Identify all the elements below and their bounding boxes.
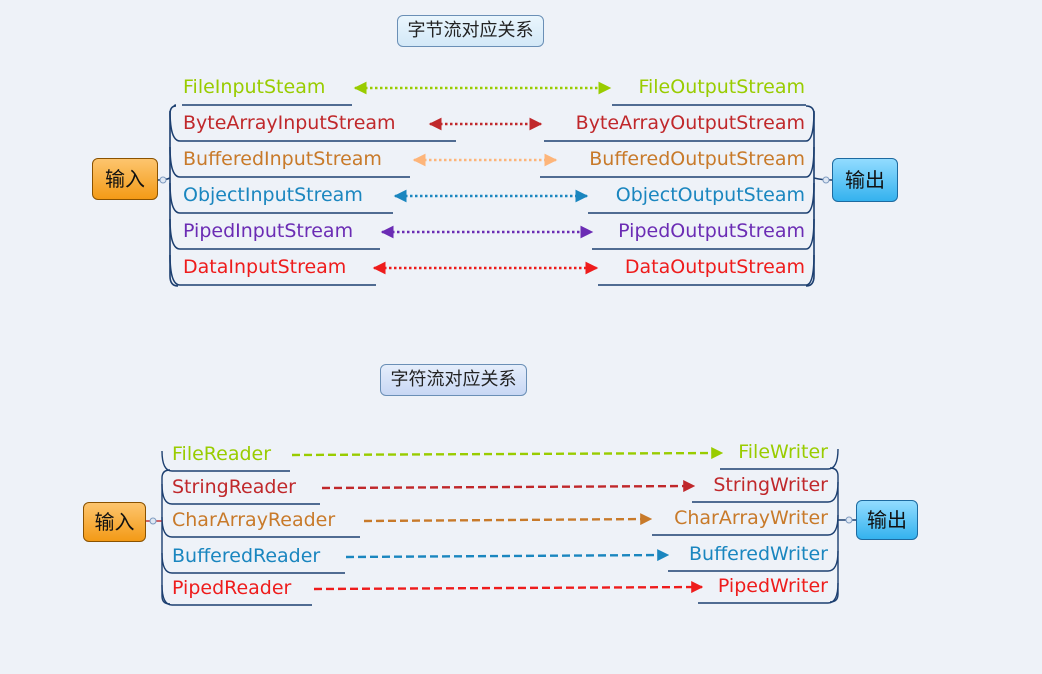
diagram-title-byte-stream: 字节流对应关系 xyxy=(397,15,544,47)
arrow-char xyxy=(321,480,696,493)
input-class-label: PipedInputStream xyxy=(183,220,354,242)
underline-char-output xyxy=(652,514,839,536)
underline-byte-output xyxy=(592,218,815,250)
input-node-byte[interactable]: 输入 xyxy=(92,158,158,200)
underline-byte-output xyxy=(598,254,815,286)
underline-char-output xyxy=(692,481,839,503)
underline-char-output xyxy=(698,582,839,604)
underline-byte-input xyxy=(169,182,393,214)
output-collapse-dot-byte xyxy=(822,176,830,184)
underline-byte-input xyxy=(169,146,410,178)
underline-char-input xyxy=(161,483,320,505)
input-class-label: DataInputStream xyxy=(183,256,347,278)
output-class-label: BufferedWriter xyxy=(689,543,828,565)
underline-char-output xyxy=(720,448,839,470)
input-collapse-dot-char xyxy=(149,517,157,525)
underline-byte-output xyxy=(588,182,815,214)
input-class-label: BufferedInputStream xyxy=(183,148,382,170)
output-node-char[interactable]: 输出 xyxy=(856,500,918,540)
input-class-label: FileInputSteam xyxy=(183,76,326,98)
output-class-label: StringWriter xyxy=(713,474,828,496)
input-class-label: PipedReader xyxy=(172,577,292,599)
output-class-label: DataOutputStream xyxy=(624,256,805,278)
input-class-label: StringReader xyxy=(172,476,296,498)
input-class-label: ObjectInputStream xyxy=(183,184,363,206)
output-class-label: FileOutputStream xyxy=(638,76,805,98)
underline-char-input xyxy=(161,584,312,606)
underline-byte-output xyxy=(540,146,815,178)
output-class-label: CharArrayWriter xyxy=(674,507,828,529)
underline-byte-input xyxy=(169,218,380,250)
arrow-char xyxy=(345,549,670,562)
diagram-title-char-stream: 字符流对应关系 xyxy=(380,364,527,396)
underline-byte-input xyxy=(169,110,456,142)
input-node-char[interactable]: 输入 xyxy=(83,502,146,542)
output-class-label: FileWriter xyxy=(738,441,828,463)
input-class-label: CharArrayReader xyxy=(172,509,336,531)
output-connector-byte xyxy=(813,177,833,181)
input-class-label: BufferedReader xyxy=(172,545,321,567)
arrow-char xyxy=(313,581,704,594)
input-class-label: ByteArrayInputStream xyxy=(183,112,396,134)
underline-char-input xyxy=(161,552,345,574)
right-bracket-char xyxy=(829,467,839,603)
underline-char-input xyxy=(161,450,290,472)
output-class-label: ByteArrayOutputStream xyxy=(575,112,805,134)
output-class-label: BufferedOutputStream xyxy=(589,148,805,170)
output-class-label: PipedWriter xyxy=(717,575,828,597)
input-class-label: FileReader xyxy=(172,443,272,465)
arrow-char xyxy=(363,513,653,526)
input-collapse-dot-byte xyxy=(159,176,167,184)
underline-byte-input xyxy=(169,254,376,286)
underline-byte-output xyxy=(544,110,815,142)
output-collapse-dot-char xyxy=(845,516,853,524)
left-bracket-char xyxy=(161,469,171,605)
underline-char-input xyxy=(161,516,360,538)
output-node-byte[interactable]: 输出 xyxy=(832,158,898,202)
output-class-label: PipedOutputStream xyxy=(618,220,805,242)
output-class-label: ObjectOutputSteam xyxy=(615,184,805,206)
underline-char-output xyxy=(668,550,839,572)
